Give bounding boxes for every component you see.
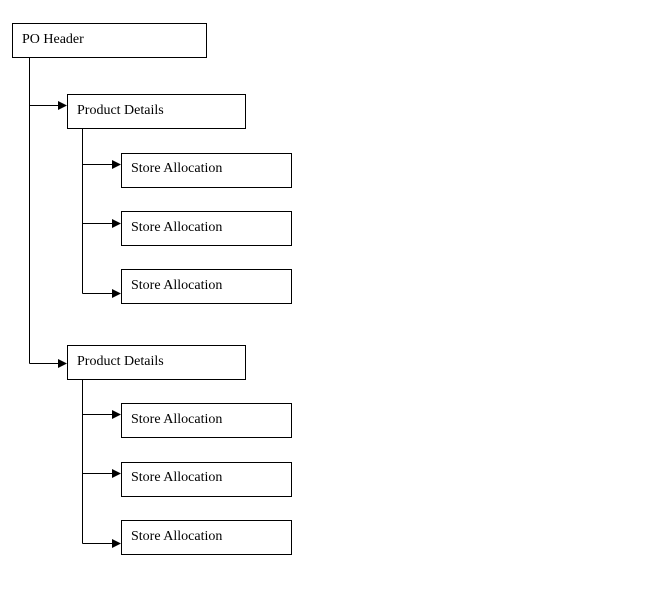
- store-allocation-label: Store Allocation: [131, 529, 222, 544]
- store-allocation-label: Store Allocation: [131, 412, 222, 427]
- arrowhead: [58, 101, 67, 110]
- product-details-box: [67, 94, 246, 129]
- store-allocation-box: [121, 153, 292, 188]
- po-header-label: PO Header: [22, 32, 84, 47]
- product-details-box: [67, 345, 246, 380]
- product-details-node: Product Details: [67, 94, 246, 129]
- store-allocation-node: Store Allocation: [121, 153, 292, 188]
- store-allocation-node: Store Allocation: [121, 211, 292, 246]
- store-allocation-node: Store Allocation: [121, 462, 292, 497]
- arrowhead: [112, 410, 121, 419]
- store-allocation-box: [121, 403, 292, 438]
- store-allocation-label: Store Allocation: [131, 161, 222, 176]
- arrowhead: [112, 289, 121, 298]
- store-allocation-box: [121, 520, 292, 555]
- store-allocation-label: Store Allocation: [131, 220, 222, 235]
- arrowhead: [58, 359, 67, 368]
- product-details-node: Product Details: [67, 345, 246, 380]
- arrowhead: [112, 160, 121, 169]
- store-allocation-node: Store Allocation: [121, 269, 292, 304]
- product-details-label: Product Details: [77, 354, 164, 369]
- store-allocation-label: Store Allocation: [131, 470, 222, 485]
- store-allocation-box: [121, 269, 292, 304]
- store-allocation-box: [121, 462, 292, 497]
- arrowhead: [112, 469, 121, 478]
- store-allocation-node: Store Allocation: [121, 403, 292, 438]
- product-details-label: Product Details: [77, 103, 164, 118]
- store-allocation-node: Store Allocation: [121, 520, 292, 555]
- po-header-node: PO Header: [12, 23, 207, 58]
- arrowhead: [112, 539, 121, 548]
- store-allocation-label: Store Allocation: [131, 278, 222, 293]
- store-allocation-box: [121, 211, 292, 246]
- po-header-box: [12, 23, 207, 58]
- arrowhead: [112, 219, 121, 228]
